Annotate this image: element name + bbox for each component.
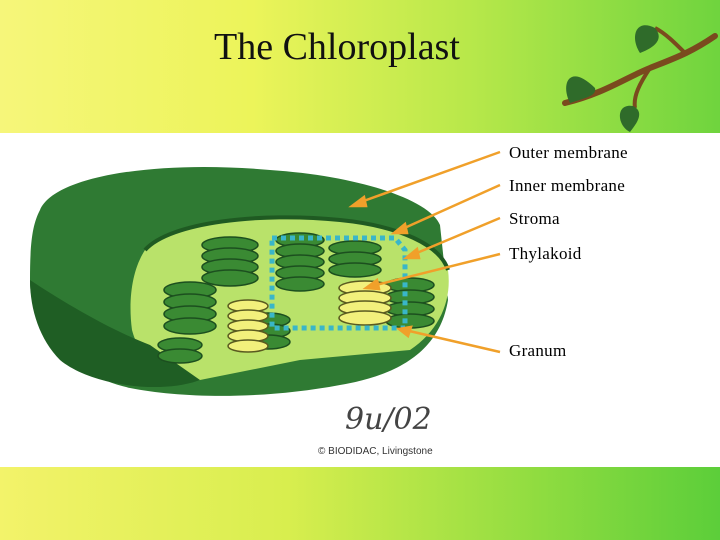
footer-band (0, 467, 720, 540)
label-outer-membrane: Outer membrane (509, 143, 628, 162)
label-stroma: Stroma (509, 209, 560, 228)
chloroplast-diagram (30, 150, 501, 396)
artist-signature: 9u/02 (345, 402, 432, 437)
header-band (0, 0, 720, 133)
label-inner-membrane: Inner membrane (509, 176, 626, 195)
image-credit: © BIODIDAC, Livingstone (318, 446, 433, 457)
label-thylakoid: Thylakoid (509, 244, 582, 263)
label-granum: Granum (509, 341, 567, 360)
vine-leaf-icon (562, 25, 718, 132)
granum-highlight-box (269, 235, 408, 331)
label-arrows (348, 150, 501, 354)
slide-title: The Chloroplast (214, 26, 460, 68)
